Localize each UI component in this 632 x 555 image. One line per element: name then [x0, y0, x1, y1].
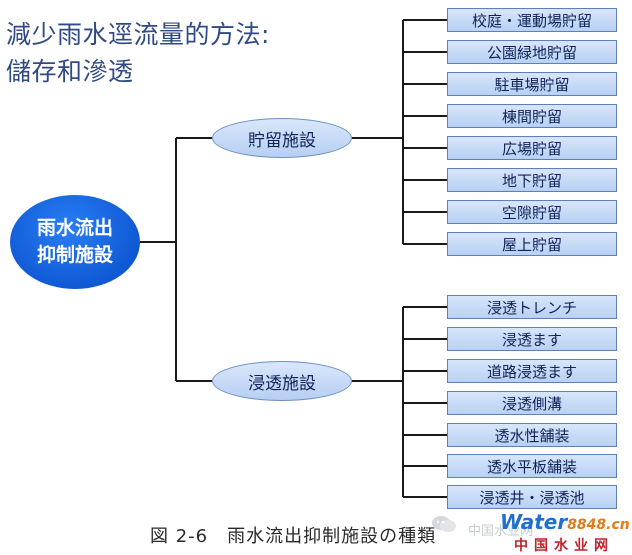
watermark-ghost-text: 中国水业网: [468, 524, 534, 539]
leaf-between-buildings-storage: 棟間貯留: [447, 104, 617, 128]
title-line-2: 儲存和滲透: [6, 57, 134, 86]
watermark-subtitle: 中国水业网: [514, 538, 614, 554]
leaf-road-infiltration-basin: 道路浸透ます: [447, 359, 617, 383]
wechat-icon: [432, 516, 456, 532]
leaf-infiltration-gutter: 浸透側溝: [447, 391, 617, 415]
leaf-permeable-pavement: 透水性舗装: [447, 423, 617, 447]
storage-facility-node: 貯留施設: [212, 118, 352, 158]
leaf-plaza-storage: 広場貯留: [447, 136, 617, 160]
leaf-permeable-slab-pavement: 透水平板舗装: [447, 454, 617, 478]
leaf-parking-storage: 駐車場貯留: [447, 72, 617, 96]
leaf-infiltration-trench: 浸透トレンチ: [447, 295, 617, 319]
leaf-underground-storage: 地下貯留: [447, 168, 617, 192]
watermark-suffix: .cn: [606, 517, 630, 533]
leaf-rooftop-storage: 屋上貯留: [447, 232, 617, 256]
leaf-void-storage: 空隙貯留: [447, 200, 617, 224]
site-watermark-logo: Water8848.cn: [500, 510, 630, 534]
root-label-line-1: 雨水流出: [36, 217, 113, 239]
leaf-infiltration-basin: 浸透ます: [447, 327, 617, 351]
watermark-brand: Water: [500, 510, 568, 534]
title-line-1: 減少雨水逕流量的方法:: [6, 20, 270, 49]
root-label-line-2: 抑制施設: [36, 244, 113, 266]
root-node: 雨水流出 抑制施設: [10, 195, 140, 289]
diagram-title: 減少雨水逕流量的方法: 儲存和滲透: [6, 16, 270, 90]
leaf-park-storage: 公園緑地貯留: [447, 40, 617, 64]
figure-caption: 図 2-6 雨水流出抑制施設の種類: [150, 526, 437, 547]
leaf-infiltration-well-pond: 浸透井・浸透池: [447, 485, 617, 509]
leaf-schoolyard-storage: 校庭・運動場貯留: [447, 8, 617, 32]
watermark-number: 8848: [567, 517, 607, 533]
infiltration-facility-node: 浸透施設: [212, 361, 352, 401]
